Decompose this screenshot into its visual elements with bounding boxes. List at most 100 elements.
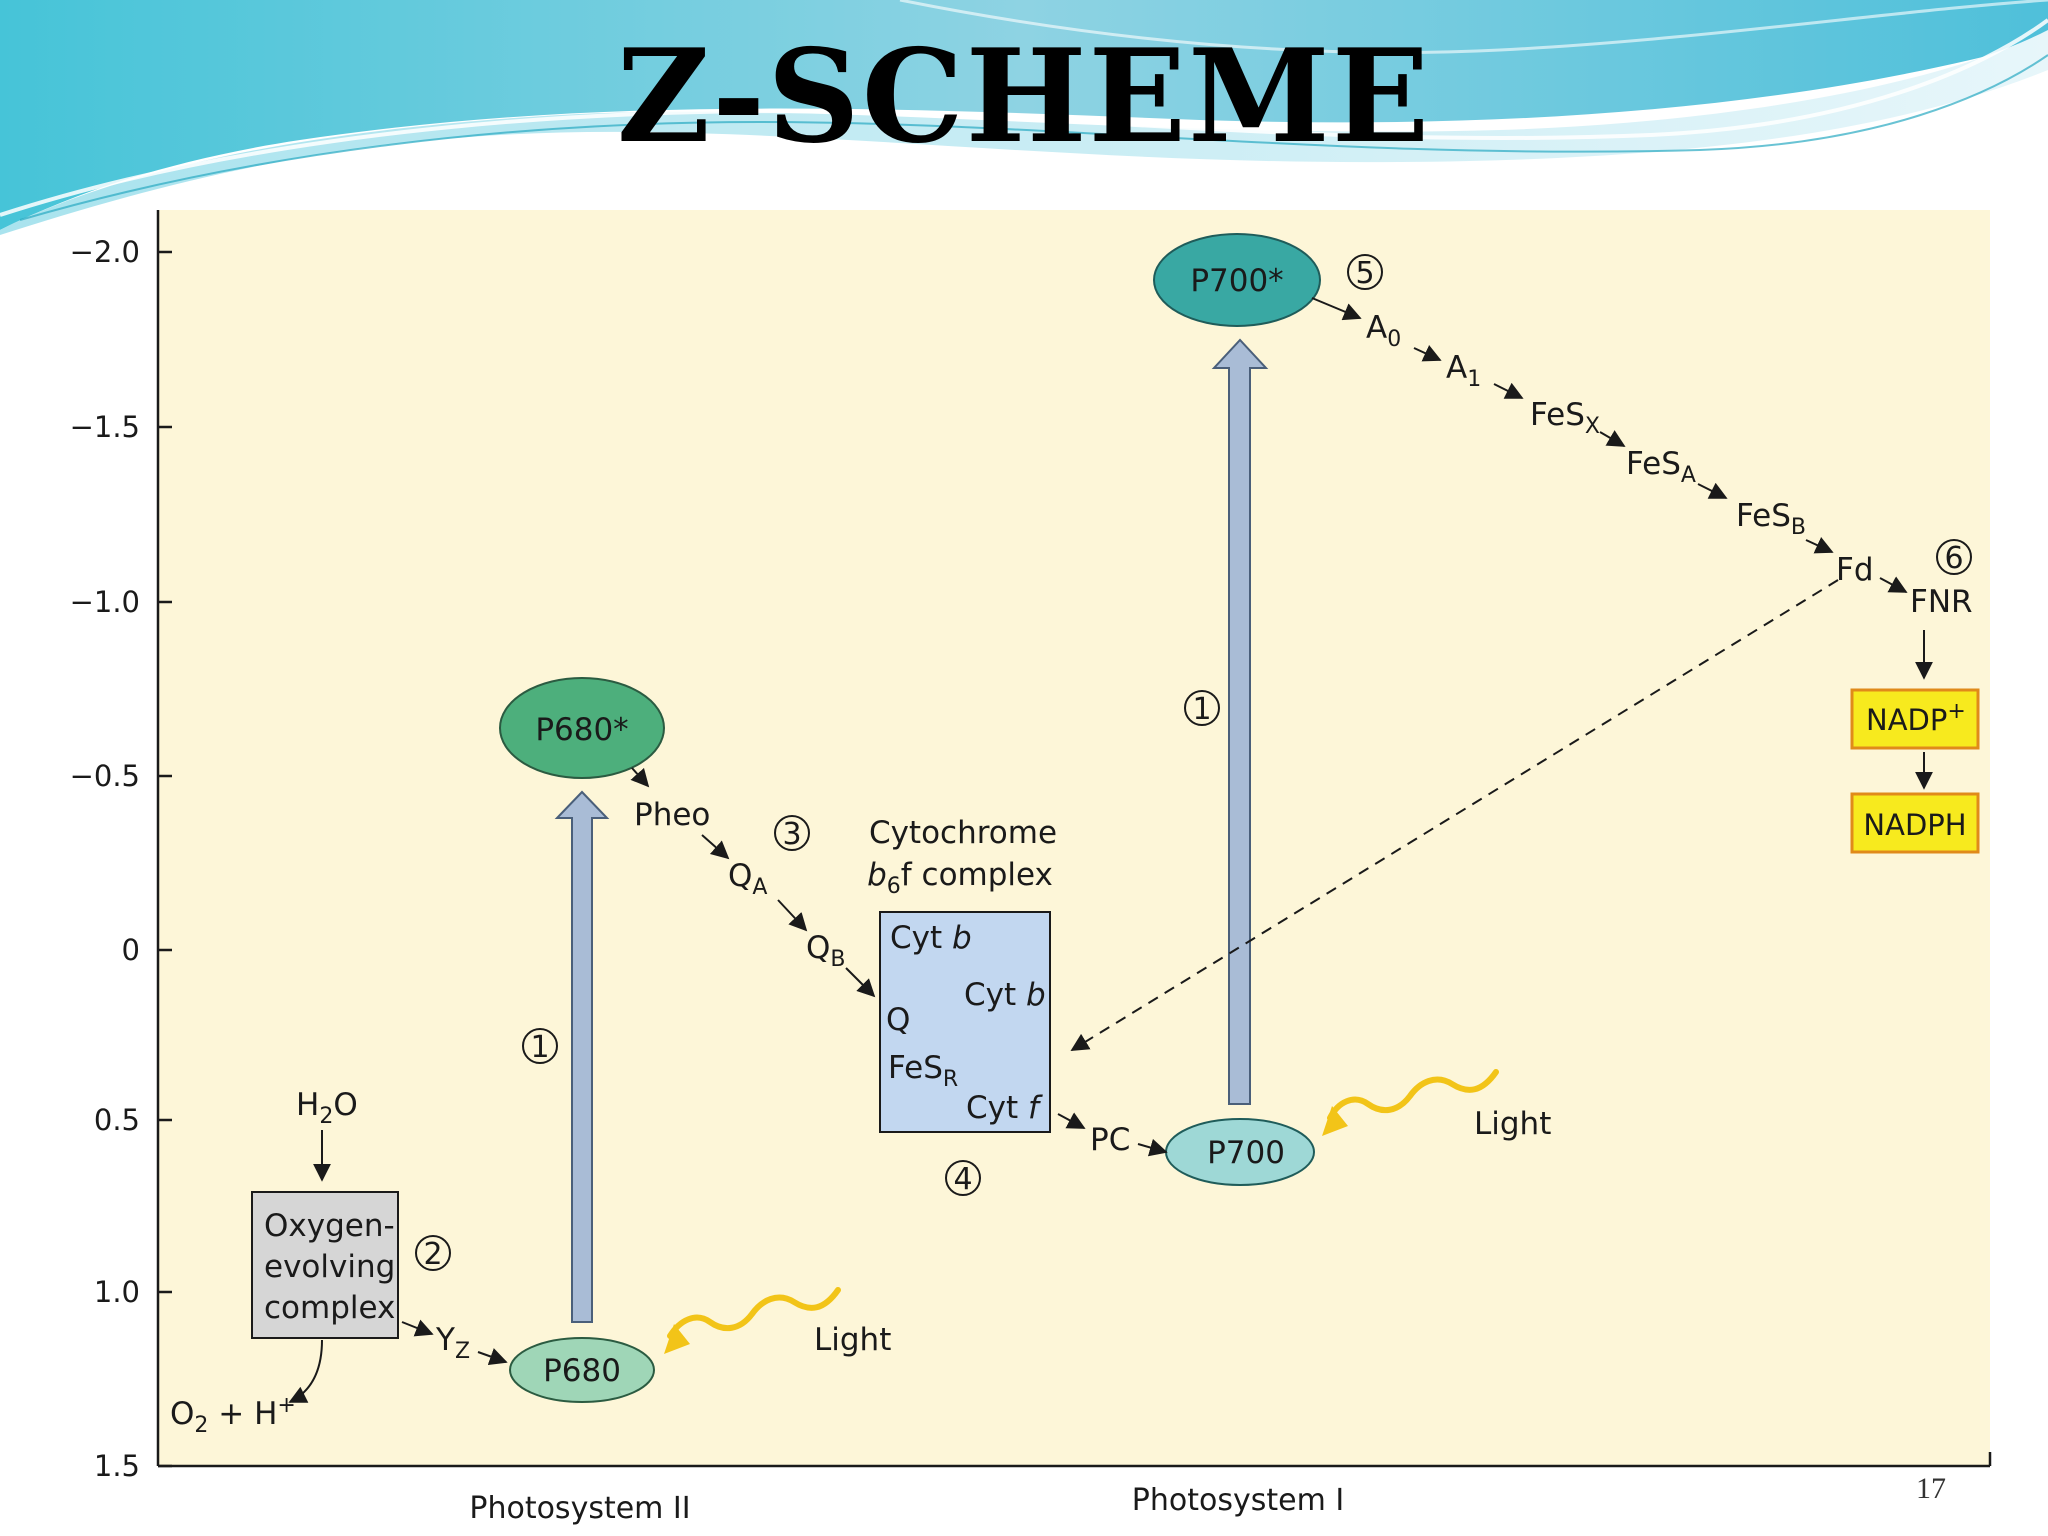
pheo-label: Pheo [634, 797, 710, 833]
y-tick-label: −0.5 [70, 759, 140, 793]
qa-text: Q [728, 858, 752, 894]
ps2-excitation-arrow [554, 790, 610, 1323]
cyt-f-label: Cyt f [966, 1090, 1043, 1126]
fesb-text: FeS [1736, 498, 1791, 534]
fesb-subscript: B [1791, 515, 1806, 540]
p700-label: P700 [1207, 1135, 1285, 1171]
fesa-subscript: A [1681, 463, 1696, 488]
p680-star-label: P680* [535, 712, 628, 748]
h2o-subscript: 2 [319, 1104, 333, 1129]
ps2-light-arrowhead [664, 1324, 690, 1354]
a1-text: A [1446, 350, 1467, 386]
p700-star-node [1153, 233, 1321, 327]
arrow-oec-yz [401, 1319, 434, 1337]
nadp-box [1850, 688, 1980, 750]
arrow-yz-p680 [477, 1348, 508, 1366]
slide-title: Z-SCHEME [616, 22, 1432, 172]
fesx-text: FeS [1530, 397, 1585, 433]
photosystem-ii-label: Photosystem II [469, 1491, 690, 1526]
nadph-label: NADPH [1863, 808, 1966, 842]
ps1-excitation-arrow [1211, 338, 1269, 1105]
p680-node [509, 1337, 655, 1403]
step-6-label: 6 [1944, 541, 1963, 576]
step-3-label: 3 [782, 817, 801, 852]
arrow-pheo-qa [701, 834, 730, 860]
y-tick-label: −1.5 [70, 410, 140, 444]
nadp-label: NADP+ [1866, 699, 1966, 737]
fesa-label: FeSA [1626, 446, 1696, 488]
cytochrome-f-complex: f complex [901, 857, 1053, 893]
header-wave-decoration [0, 0, 2048, 235]
pc-label: PC [1090, 1122, 1130, 1158]
y-tick-label: −2.0 [70, 235, 140, 269]
nadp-superscript: + [1947, 699, 1965, 724]
o2-subscript: 2 [194, 1413, 208, 1438]
a0-text: A [1366, 310, 1387, 346]
step-4-marker: 4 [945, 1160, 981, 1197]
a0-label: A0 [1366, 310, 1401, 352]
oec-line3: complex [264, 1290, 395, 1326]
fesr-subscript: R [943, 1067, 958, 1092]
page-number: 17 [1916, 1472, 1946, 1505]
p680-star-node [499, 677, 665, 779]
oxygen-evolving-complex-box [251, 1191, 399, 1339]
yz-label: YZ [435, 1322, 470, 1364]
qa-label: QA [728, 858, 767, 900]
fesx-subscript: X [1585, 414, 1600, 439]
step-4-label: 4 [953, 1162, 972, 1197]
yz-y: Y [435, 1322, 455, 1358]
step-6-marker: 6 [1936, 539, 1972, 576]
fesr-label: FeSR [888, 1050, 958, 1092]
cytochrome-b: b [867, 857, 887, 893]
cyt-b1-letter: b [952, 920, 972, 956]
ps1-light-arrowhead [1322, 1106, 1348, 1136]
p700-star-label: P700* [1190, 263, 1283, 299]
cytochrome-title-line1: Cytochrome [869, 815, 1057, 851]
ps2-light-wave [667, 1287, 841, 1339]
y-tick-label: −1.0 [70, 585, 140, 619]
arrow-a1-fesx [1493, 382, 1524, 399]
fnr-label: FNR [1910, 584, 1973, 620]
arrow-a0-a1 [1413, 345, 1442, 362]
cytochrome-title-line2: b6f complex [867, 857, 1053, 899]
step-5-label: 5 [1355, 256, 1374, 291]
y-tick-label: 1.5 [94, 1449, 140, 1483]
arrow-p700star-a0 [1311, 297, 1362, 321]
ps1-light-wave [1327, 1069, 1499, 1121]
cyt-b2-label: Cyt b [964, 977, 1046, 1013]
h-superscript: + [277, 1393, 295, 1418]
step-2-label: 2 [423, 1237, 442, 1272]
arrow-pc-p700 [1137, 1138, 1168, 1157]
fesr-text: FeS [888, 1050, 943, 1086]
cyt-b1-prefix: Cyt [890, 920, 952, 956]
qb-label: QB [806, 930, 846, 972]
h2o-h: H [296, 1087, 319, 1123]
arrow-fd-fnr [1879, 576, 1908, 593]
step-3-marker: 3 [774, 815, 810, 852]
cytochrome-b6f-complex-box [879, 911, 1051, 1133]
cyt-q-label: Q [886, 1002, 910, 1038]
arrow-cytf-pc [1057, 1112, 1086, 1129]
o2-plus-h: + H [208, 1396, 277, 1432]
h2o-o: O [333, 1087, 357, 1123]
cyt-f-prefix: Cyt [966, 1090, 1028, 1126]
photosystem-i-label: Photosystem I [1132, 1483, 1344, 1518]
qb-text: Q [806, 930, 830, 966]
y-tick-label: 0.5 [94, 1103, 140, 1137]
p680-label: P680 [543, 1353, 621, 1389]
a0-subscript: 0 [1387, 327, 1401, 352]
fesb-label: FeSB [1736, 498, 1806, 540]
fd-label: Fd [1836, 552, 1874, 588]
arrow-fesx-fesa [1599, 430, 1626, 447]
oec-line1: Oxygen- [264, 1208, 395, 1244]
arrow-fesa-fesb [1697, 482, 1728, 499]
h2o-label: H2O [296, 1087, 358, 1129]
ps1-light-label: Light [1474, 1106, 1551, 1142]
arrow-qa-qb [777, 899, 808, 932]
fesx-label: FeSX [1530, 397, 1600, 439]
cyt-b1-label: Cyt b [890, 920, 972, 956]
nadph-box [1850, 792, 1980, 854]
step-1-ps2-label: 1 [530, 1030, 549, 1065]
